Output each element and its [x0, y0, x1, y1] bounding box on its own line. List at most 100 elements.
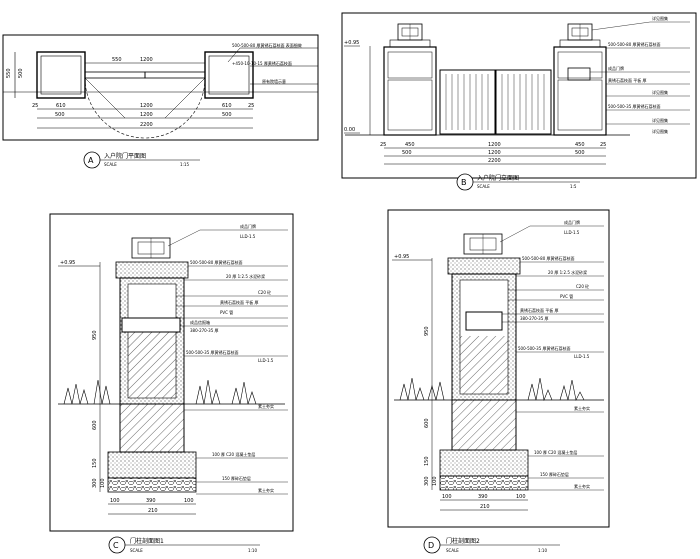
elev-dim-500a: 500	[402, 150, 412, 156]
gate-leaf-right	[144, 71, 206, 79]
section-d-vdim-1: 950	[424, 326, 430, 336]
panel-b-frame	[341, 12, 697, 179]
section-d-vdim-3: 150	[424, 456, 430, 466]
section-c-note-15: 素土夯实	[258, 487, 274, 493]
section-d-cap	[447, 257, 521, 275]
section-c-level: +0.95	[60, 260, 75, 266]
elev-note-8: 详见图集	[652, 128, 668, 134]
section-d-hdim-3: 100	[516, 494, 526, 500]
elev-note-6: 500-500-35 厚黄锈石荔枝面	[608, 103, 661, 109]
panel-b-scale-label: SCALE	[477, 184, 490, 189]
plan-dim-610b: 610	[222, 103, 232, 109]
section-c-vdim-3: 150	[92, 458, 98, 468]
panel-c-title: 门柱剖面图1	[130, 537, 164, 545]
section-d-note-9: 500-500-35 厚黄锈石荔枝面	[518, 345, 571, 351]
section-c-note-10: 500-500-35 厚黄锈石荔枝面	[186, 349, 239, 355]
panel-c-frame	[49, 213, 294, 532]
section-d-note-2: LLD-1.5	[564, 230, 580, 235]
panel-a-scale: 1:15	[180, 162, 189, 167]
section-c-hdim-1: 100	[110, 498, 120, 504]
plan-dim-550: 550	[112, 57, 122, 63]
plan-dim-1200-low: 1200	[140, 112, 153, 118]
panel-d-letter: D	[428, 541, 434, 550]
section-c-note-6: 黄锈石荔枝面 平板 厚	[220, 299, 259, 305]
plan-dim-1200-mid: 1200	[140, 103, 153, 109]
elev-note-5: 详见图集	[652, 89, 668, 95]
section-c-note-9: 380-270-35 厚	[190, 328, 219, 333]
section-d-plate	[465, 311, 503, 331]
panel-d-frame	[387, 209, 610, 528]
elev-note-7: 详见图集	[652, 117, 668, 123]
panel-c-scale-label: SCALE	[130, 548, 143, 553]
section-d-note-14: 素土夯实	[574, 483, 590, 489]
section-c-note-12: 素土夯实	[258, 403, 274, 409]
section-c-concrete	[107, 451, 197, 479]
elev-note-4: 黄锈石荔枝面 平板 厚	[608, 77, 647, 83]
plan-note-1: 500-500-80 厚黄锈石荔枝面 表面细做	[232, 42, 302, 48]
section-d-hdim-4: 210	[480, 504, 490, 510]
section-c-mailbox	[121, 317, 181, 333]
plan-note-2: +450-10-10-15 厚黄锈石荔枝面	[232, 60, 292, 66]
section-c-cap	[115, 261, 189, 279]
gate-leaf-right-elev	[495, 69, 552, 135]
section-c-note-5: C20 砼	[258, 289, 271, 295]
plan-dim-2200: 2200	[140, 122, 153, 128]
section-d-note-12: 100 厚 C20 混凝土垫层	[534, 449, 577, 455]
plan-dim-500a: 500	[55, 112, 65, 118]
panel-a-title: 入户院门平面图	[104, 152, 146, 160]
panel-c-letter: C	[113, 541, 119, 550]
left-pillar-elevation	[383, 46, 437, 136]
panel-b-letter: B	[461, 178, 467, 187]
section-d-note-4: 20 厚 1:2.5 水泥砂浆	[548, 269, 587, 275]
section-d-note-11: 素土夯实	[574, 405, 590, 411]
elev-note-1: 详见图集	[652, 15, 668, 21]
section-d-note-3: 500-500-80 厚黄锈石荔枝面	[522, 255, 575, 261]
panel-d-section: +0.95 950 600 150 300 100 100 390 100 21…	[387, 209, 610, 554]
section-c-vdim-2: 600	[92, 420, 98, 430]
section-d-vdim-2: 600	[424, 418, 430, 428]
section-d-concrete	[439, 449, 529, 477]
panel-d-scale-label: SCALE	[446, 548, 459, 553]
plan-dim-vertical-2: 500	[18, 68, 24, 78]
section-d-shrubs	[399, 377, 585, 402]
panel-a-frame	[2, 34, 319, 141]
plan-dim-vertical: 550	[6, 68, 12, 78]
section-c-hdim-2: 390	[146, 498, 156, 504]
section-c-note-11: LLD-1.5	[258, 358, 274, 363]
section-d-note-8: 380-270-35 厚	[520, 316, 549, 321]
section-c-note-2: LLD-1.5	[240, 234, 256, 239]
section-c-note-4: 20 厚 1:2.5 水泥砂浆	[226, 273, 265, 279]
panel-d-title: 门柱剖面图2	[446, 537, 480, 545]
section-d-note-7: 黄锈石荔枝面 平板 厚	[520, 307, 559, 313]
section-c-hdim-4: 210	[148, 508, 158, 514]
plan-dim-25b: 25	[248, 103, 254, 109]
panel-d-scale: 1:10	[538, 548, 547, 553]
plan-dim-610: 610	[56, 103, 66, 109]
elev-dim-25a: 25	[380, 142, 386, 148]
section-d-note-13: 150 厚碎石垫层	[540, 471, 569, 477]
plan-dim-1200-top: 1200	[140, 57, 153, 63]
swing-arc-right	[144, 77, 206, 139]
left-pillar-plan	[36, 51, 86, 99]
panel-c-section: +0.95 950 600 150 300 100 100 390 100 21…	[49, 213, 294, 554]
section-c-note-7: PVC 管	[220, 309, 233, 315]
section-c-note-3: 500-500-80 厚黄锈石荔枝面	[190, 259, 243, 265]
section-c-shrubs	[63, 379, 257, 405]
section-d-note-10: LLD-1.5	[574, 354, 590, 359]
section-c-vdim-4: 300	[92, 478, 98, 488]
elev-dim-500b: 500	[575, 150, 585, 156]
panel-a-scale-label: SCALE	[104, 162, 117, 167]
section-d-hdim-2: 390	[478, 494, 488, 500]
right-pillar-plan	[204, 51, 254, 99]
section-c-hdim-3: 100	[184, 498, 194, 504]
elev-dim-1200a: 1200	[488, 142, 501, 148]
elev-level-base: 0.00	[344, 127, 355, 133]
section-d-footing	[451, 399, 517, 451]
section-d-gravel	[439, 475, 529, 491]
panel-a-letter: A	[88, 156, 94, 165]
section-c-note-13: 100 厚 C20 混凝土垫层	[212, 451, 255, 457]
panel-c-scale: 1:10	[248, 548, 257, 553]
elev-dim-25b: 25	[600, 142, 606, 148]
elev-dim-1200b: 1200	[488, 150, 501, 156]
elev-note-2: 500-500-80 厚黄锈石荔枝面	[608, 41, 661, 47]
